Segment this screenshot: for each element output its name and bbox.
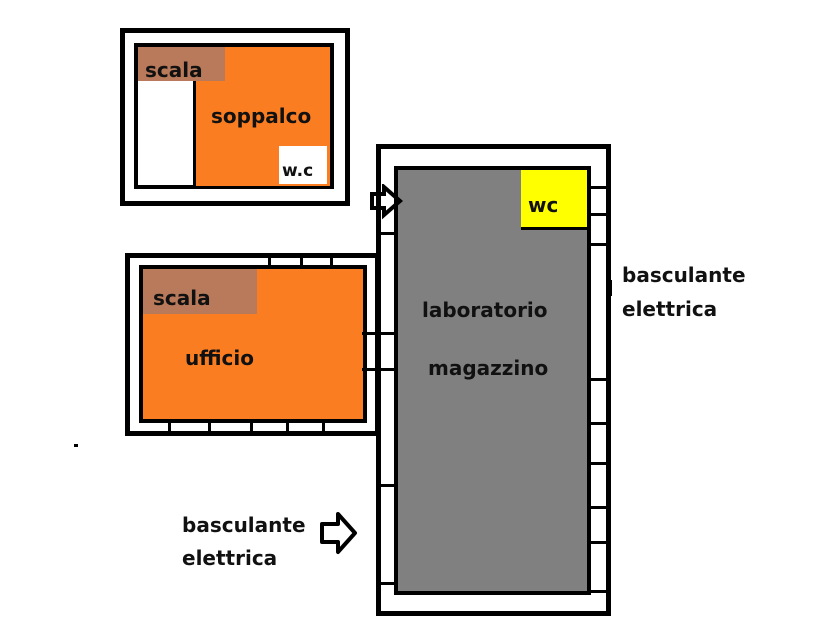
window-mark [286, 423, 289, 436]
ufficio-stair-label: scala [153, 286, 211, 310]
soppalco-label: soppalco [211, 104, 312, 128]
window-mark [250, 423, 253, 436]
door-mark [608, 280, 612, 296]
wall-mark [380, 484, 396, 487]
right-door-label-2: elettrica [622, 297, 718, 321]
soppalco-stair-label: scala [145, 58, 203, 82]
soppalco-outer-wall [120, 28, 350, 206]
soppalco-divider [193, 81, 196, 186]
left-door-label-1: basculante [182, 513, 306, 537]
stray-mark [74, 444, 78, 447]
ufficio-label: ufficio [185, 346, 254, 370]
right-arrow-icon [320, 512, 357, 554]
wall-mark [590, 243, 608, 246]
window-mark [330, 253, 333, 265]
soppalco-stair [138, 47, 225, 81]
wall-mark [590, 590, 608, 593]
soppalco-inner-wall [134, 43, 334, 189]
wall-mark [590, 506, 608, 509]
window-mark [208, 423, 211, 436]
window-mark [300, 253, 303, 265]
laboratorio-label: laboratorio [422, 298, 548, 322]
laboratorio-wc [521, 170, 587, 230]
ufficio-stair [143, 269, 257, 314]
soppalco-wc [279, 146, 327, 184]
wall-mark [590, 186, 608, 189]
laboratorio-wc-label: wc [528, 193, 559, 217]
laboratorio-room [394, 166, 591, 595]
window-mark [168, 423, 171, 436]
wall-mark [590, 462, 608, 465]
window-mark [322, 423, 325, 436]
wall-mark [590, 422, 608, 425]
wall-mark [590, 378, 608, 381]
wall-mark [590, 541, 608, 544]
left-door-label-2: elettrica [182, 546, 278, 570]
laboratorio-outer-wall [376, 144, 611, 616]
right-door-label-1: basculante [622, 263, 746, 287]
soppalco-wc-label: w.c [282, 161, 314, 181]
window-mark [268, 253, 271, 265]
wall-mark [380, 232, 396, 235]
door-arrow-icon [370, 184, 404, 220]
magazzino-label: magazzino [428, 356, 549, 380]
wall-mark [590, 213, 608, 216]
wall-mark [380, 582, 396, 585]
